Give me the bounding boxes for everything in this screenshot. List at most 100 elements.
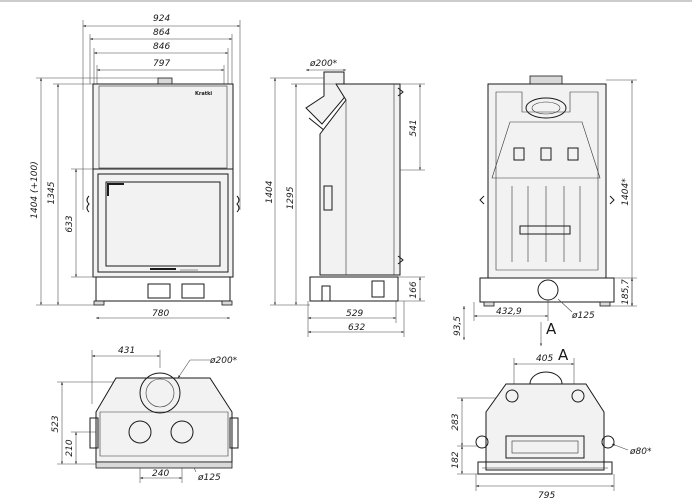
dim-780: 780: [152, 309, 169, 319]
rear-body: [487, 83, 607, 279]
bottom-air-channel: [505, 435, 585, 459]
front-upper-hood: [92, 83, 234, 170]
top-handle-right: [229, 417, 239, 449]
brand-label: Kratki: [195, 91, 212, 97]
rear-hook-right: [609, 195, 615, 205]
front-hood-panel: [98, 85, 228, 169]
rear-hook-left: [479, 195, 485, 205]
rear-foot-right: [599, 301, 611, 307]
dim-rear-125: ø125: [571, 311, 595, 321]
bottom-body: [485, 383, 605, 471]
dim-80: ø80*: [629, 447, 652, 457]
bottom-air-channel-inner: [511, 440, 579, 454]
front-glass: [105, 181, 221, 267]
dim-185-7: 185,7: [621, 279, 631, 305]
front-foot-left: [93, 300, 105, 306]
bottom-flue-arc: [529, 371, 563, 385]
top-flue-inner: [145, 378, 175, 408]
dim-529: 529: [346, 309, 363, 319]
glass-corner-mark: [107, 183, 124, 196]
rear-view: 1404* 185,7 432,9 ø125 93,5 A: [453, 75, 637, 346]
bottom-bolt-left: [505, 389, 519, 403]
dim-864: 864: [153, 28, 170, 38]
rear-hopper: [491, 121, 601, 179]
section-marker-bottom: A: [558, 346, 569, 364]
dim-541: 541: [409, 119, 419, 136]
front-width-dimensions: [82, 20, 241, 210]
bottom-front-frame: [477, 461, 613, 475]
front-base: [95, 276, 231, 302]
bottom-inlet-right: [601, 435, 615, 449]
rear-flue-ring: [525, 97, 567, 119]
dim-523: 523: [51, 415, 61, 432]
dim-93-5: 93,5: [453, 316, 463, 336]
rear-crossbar: [519, 225, 571, 235]
side-air-box: [371, 280, 385, 298]
rear-ribs: [511, 186, 581, 262]
dim-1295: 1295: [286, 186, 296, 209]
dim-1404-100: 1404 (+100): [30, 161, 40, 219]
rear-base: [479, 277, 615, 303]
front-right-hook: [236, 195, 240, 213]
dim-633: 633: [65, 215, 75, 232]
rear-dimension-lines: [462, 79, 637, 346]
rear-foot-left: [483, 301, 495, 307]
front-top-collar: [157, 77, 173, 85]
dim-432-9: 432,9: [496, 307, 522, 317]
dim-1404: 1404: [265, 180, 275, 203]
dim-431: 431: [118, 346, 135, 356]
side-handle: [323, 185, 333, 211]
rear-slot-1: [513, 147, 525, 161]
side-foot: [321, 285, 331, 302]
dim-797: 797: [153, 59, 170, 69]
front-air-vent-right: [181, 283, 205, 299]
rear-inner-frame: [495, 91, 599, 271]
dim-top-flue-200: ø200*: [209, 356, 238, 366]
top-inlet-left: [128, 420, 152, 444]
top-body: [95, 377, 233, 463]
dim-182: 182: [451, 451, 461, 468]
top-firebox-outline: [99, 411, 229, 457]
dim-795: 795: [538, 491, 555, 501]
rear-slot-2: [540, 147, 552, 161]
dim-632: 632: [348, 323, 365, 333]
section-marker-rear: A: [546, 320, 557, 338]
dim-flue-200: ø200*: [309, 59, 338, 69]
dim-1404-star: 1404*: [621, 178, 631, 206]
top-front-frame: [95, 461, 233, 469]
dim-405: 405: [536, 354, 553, 364]
rear-slot-3: [567, 147, 579, 161]
top-flue-outer: [139, 372, 181, 414]
front-height-dimensions: [36, 77, 158, 306]
top-view: 431 ø200* 523 210 240 ø125: [51, 346, 239, 483]
dim-top-125: ø125: [197, 473, 221, 483]
bottom-dimension-lines: [457, 358, 629, 491]
rear-flue-inner: [531, 101, 561, 115]
side-base: [309, 276, 399, 302]
side-view: ø200* 1404 129: [265, 59, 425, 337]
front-door: [97, 173, 229, 273]
rear-air-inlet: [537, 279, 559, 301]
bottom-inlet-left: [475, 435, 489, 449]
top-inlet-right: [170, 420, 194, 444]
front-foot-right: [221, 300, 233, 306]
top-handle-left: [89, 417, 99, 449]
side-flue-elbow: [305, 71, 345, 125]
side-hook-lower: [397, 255, 404, 265]
dim-283: 283: [451, 413, 461, 430]
dim-240: 240: [152, 469, 169, 479]
dim-846: 846: [153, 42, 170, 52]
dim-166: 166: [409, 281, 419, 298]
dim-924: 924: [153, 14, 170, 24]
front-air-vent-left: [147, 283, 171, 299]
front-left-hook: [86, 195, 90, 213]
side-dimension-lines: [270, 77, 425, 337]
front-door-frame: [92, 168, 234, 278]
side-hook-upper: [397, 87, 404, 97]
bottom-view: A 405 283 182 ø80* 795: [451, 346, 652, 501]
bottom-bolt-right: [571, 389, 585, 403]
dim-210: 210: [65, 439, 75, 456]
dim-1345: 1345: [47, 181, 57, 204]
front-view: 924 864 846 797 Kratki: [30, 14, 241, 320]
